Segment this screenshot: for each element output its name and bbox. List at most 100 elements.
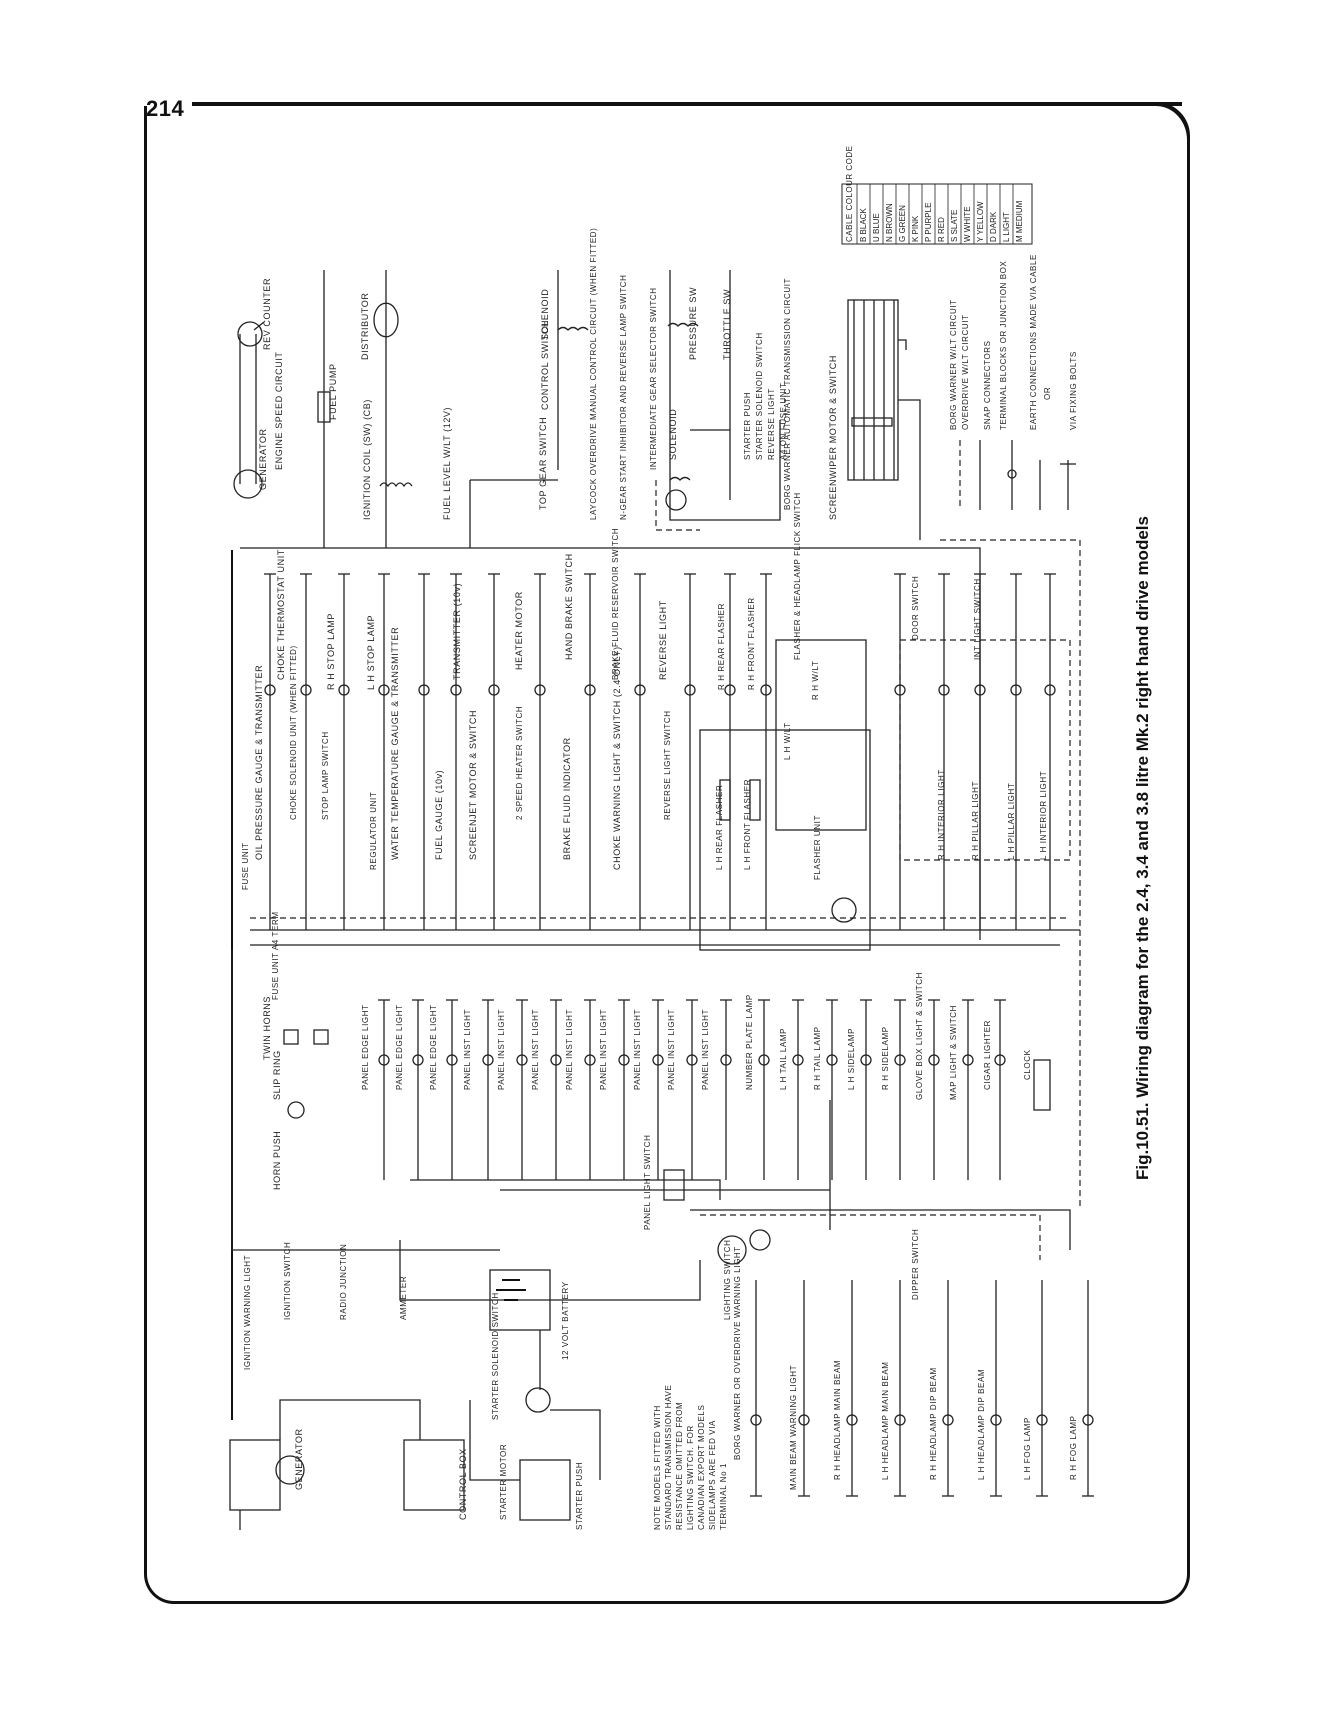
svg-text:R H FRONT FLASHER: R H FRONT FLASHER	[747, 597, 756, 690]
svg-text:WATER TEMPERATURE GAUGE & TRAN: WATER TEMPERATURE GAUGE & TRANSMITTER	[390, 627, 400, 860]
svg-text:EARTH CONNECTIONS MADE VIA CAB: EARTH CONNECTIONS MADE VIA CABLE	[1029, 254, 1038, 430]
lamp-symbol	[928, 1054, 940, 1066]
lower-branches	[378, 999, 1006, 1180]
svg-text:FLASHER UNIT: FLASHER UNIT	[813, 815, 822, 880]
lamp-symbol	[860, 1054, 872, 1066]
svg-text:R H INTERIOR LIGHT: R H INTERIOR LIGHT	[937, 769, 946, 860]
top-circuit-wires	[557, 270, 781, 531]
lamp-symbol	[534, 684, 546, 696]
note-line: LIGHTING SWITCH. FOR	[686, 1425, 695, 1530]
svg-text:STARTER SOLENOID SWITCH: STARTER SOLENOID SWITCH	[755, 332, 764, 460]
svg-text:GENERATOR: GENERATOR	[258, 428, 268, 490]
colour-code-entry: Y YELLOW	[976, 201, 985, 242]
svg-text:FUSE UNIT A4 TERM: FUSE UNIT A4 TERM	[271, 911, 280, 1000]
lamp-symbol	[686, 1054, 698, 1066]
lamp-symbol	[894, 1054, 906, 1066]
svg-text:GLOVE BOX LIGHT & SWITCH: GLOVE BOX LIGHT & SWITCH	[915, 972, 924, 1100]
lamp-symbol	[264, 684, 276, 696]
colour-code-entry: R RED	[937, 217, 946, 242]
bottom-branches	[750, 1280, 1094, 1497]
svg-text:INT LIGHT SWITCH: INT LIGHT SWITCH	[973, 578, 982, 660]
svg-text:L H HEADLAMP DIP BEAM: L H HEADLAMP DIP BEAM	[977, 1369, 986, 1480]
lamp-symbol	[488, 684, 500, 696]
lamp-symbol	[962, 1054, 974, 1066]
svg-text:REGULATOR UNIT: REGULATOR UNIT	[369, 792, 378, 870]
svg-text:OIL PRESSURE GAUGE & TRANSMITT: OIL PRESSURE GAUGE & TRANSMITTER	[254, 665, 264, 860]
svg-text:N-GEAR START INHIBITOR AND REV: N-GEAR START INHIBITOR AND REVERSE LAMP …	[619, 274, 628, 520]
lower-labels: HORN PUSH SLIP RING TWIN HORNS FUSE UNIT…	[262, 911, 1032, 1230]
svg-text:REV COUNTER: REV COUNTER	[262, 278, 272, 350]
svg-text:AMMETER: AMMETER	[399, 1276, 408, 1320]
svg-text:INTERMEDIATE GEAR SELECTOR SWI: INTERMEDIATE GEAR SELECTOR SWITCH	[649, 287, 658, 470]
svg-text:PANEL INST LIGHT: PANEL INST LIGHT	[497, 1009, 506, 1090]
lamp-symbol	[300, 684, 312, 696]
svg-text:R H W/LT: R H W/LT	[811, 661, 820, 700]
svg-text:L H SIDELAMP: L H SIDELAMP	[847, 1028, 856, 1090]
middle-labels: OIL PRESSURE GAUGE & TRANSMITTER CHOKE T…	[241, 492, 1048, 890]
svg-text:L H FRONT FLASHER: L H FRONT FLASHER	[743, 779, 752, 870]
svg-text:LAYCOCK OVERDRIVE MANUAL CONTR: LAYCOCK OVERDRIVE MANUAL CONTROL CIRCUIT…	[589, 228, 598, 520]
lamp-symbol	[684, 684, 696, 696]
svg-text:PANEL EDGE LIGHT: PANEL EDGE LIGHT	[395, 1004, 404, 1090]
lamp-symbol	[1044, 684, 1056, 696]
svg-text:L H W/LT: L H W/LT	[783, 722, 792, 760]
svg-text:LIGHTING SWITCH: LIGHTING SWITCH	[723, 1239, 732, 1320]
svg-text:DISTRIBUTOR: DISTRIBUTOR	[360, 293, 370, 360]
lamp-symbol	[1010, 684, 1022, 696]
note-line: RESISTANCE OMITTED FROM	[675, 1402, 684, 1530]
svg-text:PANEL INST LIGHT: PANEL INST LIGHT	[667, 1009, 676, 1090]
colour-code-entry: G GREEN	[898, 205, 907, 242]
lamp-symbol	[798, 1414, 810, 1426]
colour-code-entry: W WHITE	[963, 206, 972, 242]
svg-text:BRAKE FLUID INDICATOR: BRAKE FLUID INDICATOR	[562, 737, 572, 860]
svg-text:THROTTLE SW: THROTTLE SW	[722, 289, 732, 360]
lamp-symbol	[894, 1414, 906, 1426]
lamp-symbol	[412, 1054, 424, 1066]
svg-text:STOP LAMP SWITCH: STOP LAMP SWITCH	[321, 731, 330, 820]
lamp-symbol	[378, 684, 390, 696]
svg-text:PANEL INST LIGHT: PANEL INST LIGHT	[531, 1009, 540, 1090]
svg-text:TOP GEAR SWITCH: TOP GEAR SWITCH	[538, 417, 548, 510]
svg-text:STARTER PUSH: STARTER PUSH	[743, 392, 752, 460]
lamp-symbol	[652, 1054, 664, 1066]
diagram-frame	[144, 106, 1190, 1604]
svg-text:SCREENWIPER MOTOR & SWITCH: SCREENWIPER MOTOR & SWITCH	[828, 355, 838, 520]
lamp-symbol	[724, 684, 736, 696]
svg-text:PANEL EDGE LIGHT: PANEL EDGE LIGHT	[361, 1004, 370, 1090]
lower-components	[283, 1029, 1051, 1230]
colour-code-entry: P PURPLE	[924, 203, 933, 242]
lamp-symbol	[584, 1054, 596, 1066]
svg-text:HEATER MOTOR: HEATER MOTOR	[514, 591, 524, 670]
note-line: SIDELAMPS ARE FED VIA	[708, 1420, 717, 1530]
svg-text:IGNITION SWITCH: IGNITION SWITCH	[283, 1242, 292, 1320]
colour-code-entry: B BLACK	[859, 208, 868, 242]
svg-text:REVERSE LIGHT SWITCH: REVERSE LIGHT SWITCH	[663, 710, 672, 820]
svg-text:SOLENOID: SOLENOID	[668, 409, 678, 460]
svg-text:FUSE UNIT: FUSE UNIT	[241, 842, 250, 890]
colour-code-entry: N BROWN	[885, 203, 894, 242]
svg-text:TWIN HORNS: TWIN HORNS	[262, 996, 272, 1060]
svg-text:SCREENJET MOTOR & SWITCH: SCREENJET MOTOR & SWITCH	[468, 710, 478, 860]
svg-text:R H SIDELAMP: R H SIDELAMP	[881, 1026, 890, 1090]
note-line: TERMINAL No 1	[719, 1463, 728, 1530]
colour-code-entry: K PINK	[911, 215, 920, 242]
lamp-symbol	[1082, 1414, 1094, 1426]
svg-text:TERMINAL BLOCKS OR JUNCTION BO: TERMINAL BLOCKS OR JUNCTION BOX	[999, 261, 1008, 430]
svg-text:MAP LIGHT & SWITCH: MAP LIGHT & SWITCH	[949, 1005, 958, 1100]
svg-text:BRAKE FLUID RESERVOIR SWITCH: BRAKE FLUID RESERVOIR SWITCH	[611, 528, 620, 680]
note-line: STANDARD TRANSMISSION HAVE	[664, 1385, 673, 1530]
svg-text:12 VOLT BATTERY: 12 VOLT BATTERY	[561, 1281, 570, 1360]
svg-text:BORG WARNER AUTOMATIC TRANSMIS: BORG WARNER AUTOMATIC TRANSMISSION CIRCU…	[783, 278, 792, 510]
colour-code-entry: D DARK	[989, 211, 998, 242]
svg-text:HORN PUSH: HORN PUSH	[272, 1131, 282, 1190]
svg-text:L H TAIL LAMP: L H TAIL LAMP	[779, 1028, 788, 1090]
lamp-symbol	[418, 684, 430, 696]
lamp-symbol	[750, 1414, 762, 1426]
svg-text:FLASHER & HEADLAMP FLICK SWITC: FLASHER & HEADLAMP FLICK SWITCH	[793, 492, 802, 660]
svg-text:CIGAR LIGHTER: CIGAR LIGHTER	[983, 1020, 992, 1090]
svg-text:R H REAR FLASHER: R H REAR FLASHER	[717, 603, 726, 690]
lamp-symbol	[446, 1054, 458, 1066]
bottom-components	[229, 1229, 771, 1530]
